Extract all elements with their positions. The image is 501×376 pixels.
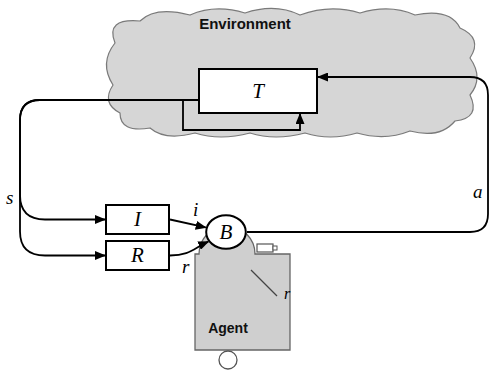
agent-title: Agent (195, 320, 261, 336)
region-title: Environment (175, 15, 315, 32)
input-box: I (105, 204, 170, 235)
ellipse-shape (206, 215, 246, 249)
pointer-label: r (283, 286, 291, 302)
signal-label: i (192, 200, 199, 219)
signal-arrow (170, 242, 208, 256)
signal-arrow (247, 77, 488, 232)
environment-cloud: EnvironmentT (95, 3, 485, 146)
signal-arrow (183, 100, 300, 130)
robot-sensor (257, 244, 273, 252)
behaviour-ellipse: B (205, 214, 247, 250)
sensor-lens (273, 246, 277, 250)
robot-wheel (219, 351, 237, 369)
agent-robot: AgentB (195, 232, 290, 352)
signal-arrow (20, 100, 198, 256)
reward-box: R (105, 240, 170, 271)
transition-box: T (198, 68, 318, 114)
signal-label: r (181, 257, 190, 276)
symbol-label: I (134, 207, 141, 232)
symbol-label: B (220, 220, 233, 245)
symbol-label: T (252, 79, 264, 104)
signal-arrow (20, 100, 198, 220)
signal-label: s (5, 188, 14, 207)
robot-body (195, 226, 290, 350)
robot-pointer (251, 270, 277, 296)
cloud-shape (106, 8, 477, 137)
signal-label: a (472, 182, 484, 201)
symbol-label: R (131, 243, 144, 268)
signal-arrow (170, 220, 206, 228)
